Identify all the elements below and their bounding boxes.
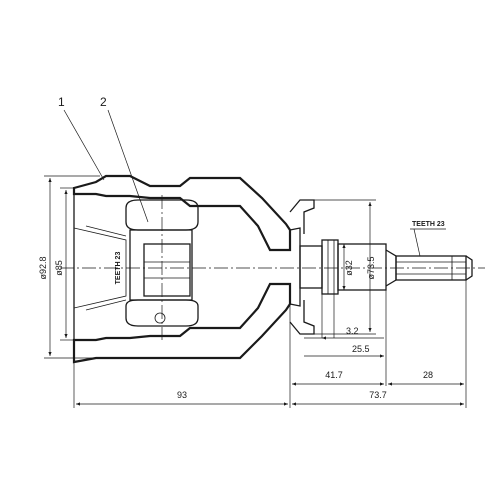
dim-flange-diameter-value: ø73.5: [366, 256, 376, 279]
shaft-seal-land: [299, 245, 323, 289]
shaft-collar: [321, 239, 339, 295]
shaft-spline: [395, 255, 467, 281]
dim-outer-diameter-value: ø92.8: [38, 256, 48, 279]
shaft-main: [337, 243, 387, 291]
circlip: [154, 312, 166, 324]
dim-len-73-7-value: 73.7: [369, 390, 387, 400]
housing-neck: [289, 227, 301, 307]
housing: [72, 174, 301, 364]
housing-lower-wall: [72, 282, 292, 364]
dim-len-3-2: 3.2: [304, 326, 384, 340]
callout-1: 1: [58, 95, 105, 181]
callout-1-label: 1: [58, 95, 65, 109]
dim-len-93: 93: [76, 390, 288, 406]
dim-len-41-7-value: 41.7: [325, 370, 343, 380]
roller-top: [125, 199, 199, 231]
dust-shield: [289, 199, 315, 234]
dim-len-28-value: 28: [423, 370, 433, 380]
dim-len-25-5-value: 25.5: [352, 344, 370, 354]
spider-hub: [143, 243, 191, 297]
dim-shaft-diameter: ø32: [342, 244, 354, 290]
callout-2: 2: [100, 95, 149, 223]
teeth-outer-note: TEETH 23: [412, 221, 445, 228]
output-shaft: [289, 199, 473, 335]
dim-inner-diameter-value: ø85: [54, 260, 64, 276]
dim-len-41-7: 41.7: [292, 370, 384, 386]
dim-inner-diameter: ø85: [54, 187, 74, 341]
dim-len-3-2-value: 3.2: [346, 326, 359, 336]
callout-2-label: 2: [100, 95, 107, 109]
dim-outer-diameter: ø92.8: [38, 175, 100, 359]
dim-len-93-value: 93: [177, 390, 187, 400]
dim-len-73-7: 73.7: [292, 390, 464, 406]
dim-len-25-5: 25.5: [304, 344, 384, 358]
dim-flange-diameter: ø73.5: [314, 199, 376, 335]
dim-len-28: 28: [388, 370, 464, 386]
housing-upper-wall: [72, 174, 292, 252]
dim-shaft-diameter-value: ø32: [344, 260, 354, 276]
teeth-outer-callout: TEETH 23: [410, 221, 446, 257]
tripod-assembly: [125, 199, 199, 327]
teeth-inner-note: TEETH 23: [115, 252, 122, 285]
spider-body: [129, 229, 193, 301]
